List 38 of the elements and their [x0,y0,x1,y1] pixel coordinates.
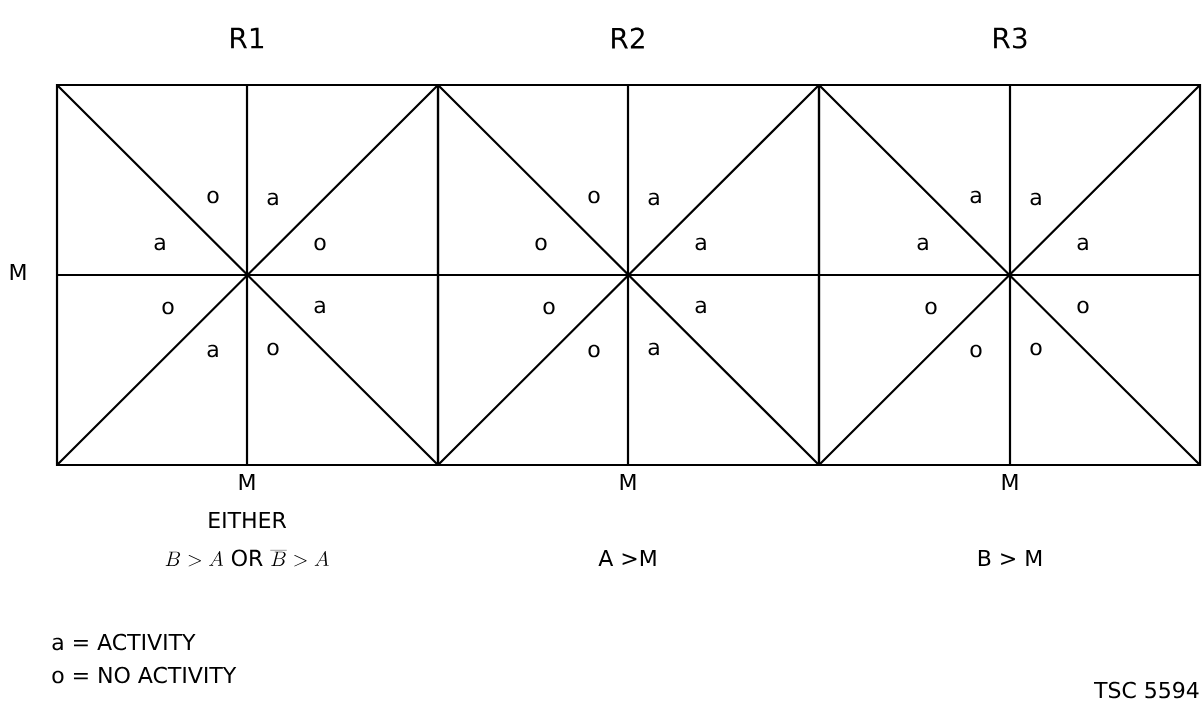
legend-text: a = ACTIVITY [52,633,196,651]
activity-mark: o [314,237,326,251]
activity-mark: a [267,192,278,206]
activity-mark: a [154,237,165,251]
activity-mark: o [925,301,937,315]
legend-text: o = NO ACTIVITY [52,666,237,684]
condition-formula: $B > A \mathrm{\ OR\ } \overline{B} > A$ [165,549,329,567]
activity-mark: o [267,342,279,356]
activity-mark: a [695,237,706,251]
activity-mark: o [1077,300,1089,314]
activity-mark: o [588,190,600,204]
condition-text: EITHER [209,511,287,528]
activity-mark: o [207,190,219,204]
panel-heading: R2 [612,27,644,49]
activity-mark: a [917,237,928,251]
condition-text: A >M [598,549,656,566]
figure-number: TSC 5594 [1094,681,1199,699]
activity-mark: a [1077,237,1088,251]
activity-mark: a [314,300,325,314]
activity-mark: o [1030,342,1042,356]
activity-mark: a [648,192,659,206]
activity-mark: a [1030,192,1041,206]
panel-heading: R3 [994,27,1027,49]
activity-mark: a [695,300,706,314]
activity-mark: o [588,344,600,358]
axis-label: M [239,473,255,490]
axis-label: M [1002,473,1018,490]
activity-mark: a [207,344,218,358]
axis-label: M [620,473,636,490]
activity-mark: o [970,344,982,358]
activity-mark: a [648,342,659,356]
side-label: M [10,263,26,280]
activity-mark: a [970,190,981,204]
activity-mark: o [543,301,555,315]
activity-mark: o [162,301,174,315]
activity-mark: o [535,237,547,251]
condition-text: B > M [978,549,1042,566]
panel-heading: R1 [231,27,264,49]
